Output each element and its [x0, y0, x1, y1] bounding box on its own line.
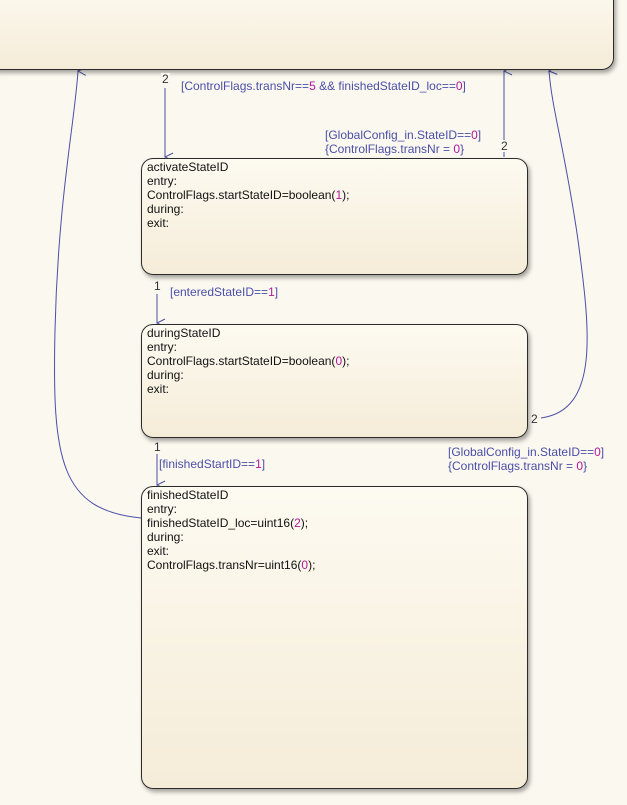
- transition-finished-to-parent[interactable]: [53, 71, 142, 519]
- priority-during-to-parent: 2: [530, 412, 539, 426]
- label-parent-to-activate[interactable]: [ControlFlags.transNr==5 && finishedStat…: [181, 79, 466, 93]
- state-finished-text: finishedStateID entry: finishedStateID_l…: [147, 488, 315, 572]
- priority-activate-to-during: 1: [153, 279, 162, 293]
- state-activate-name: activateStateID: [147, 160, 229, 174]
- state-during-text: duringStateID entry: ControlFlags.startS…: [147, 326, 349, 396]
- state-activate-text: activateStateID entry: ControlFlags.star…: [147, 160, 349, 230]
- parent-state[interactable]: [0, 0, 614, 70]
- priority-activate-to-parent: 2: [500, 139, 509, 153]
- label-during-to-parent[interactable]: [GlobalConfig_in.StateID==0] {ControlFla…: [448, 445, 605, 473]
- state-during-entry-action: ControlFlags.startStateID=boolean(0);: [147, 354, 350, 368]
- priority-during-to-finished: 1: [153, 440, 162, 454]
- state-during-exit: exit:: [147, 382, 170, 396]
- state-activate[interactable]: activateStateID entry: ControlFlags.star…: [141, 158, 528, 275]
- state-finished-during: during:: [147, 530, 184, 544]
- state-activate-entry-action: ControlFlags.startStateID=boolean(1);: [147, 188, 350, 202]
- priority-parent-to-activate: 2: [161, 72, 170, 86]
- label-during-to-finished[interactable]: [finishedStartID==1]: [159, 457, 266, 471]
- state-during[interactable]: duringStateID entry: ControlFlags.startS…: [141, 324, 528, 438]
- state-finished-entry: entry:: [147, 502, 178, 516]
- state-finished-name: finishedStateID: [147, 488, 229, 502]
- state-during-name: duringStateID: [147, 326, 221, 340]
- transition-during-to-parent[interactable]: [540, 71, 588, 419]
- state-during-during: during:: [147, 368, 184, 382]
- label-activate-to-parent[interactable]: [GlobalConfig_in.StateID==0] {ControlFla…: [325, 128, 482, 156]
- state-finished[interactable]: finishedStateID entry: finishedStateID_l…: [141, 486, 528, 789]
- state-activate-exit: exit:: [147, 216, 170, 230]
- state-during-entry: entry:: [147, 340, 178, 354]
- state-finished-exit-action: ControlFlags.transNr=uint16(0);: [147, 558, 316, 572]
- state-activate-entry: entry:: [147, 174, 178, 188]
- state-finished-exit: exit:: [147, 544, 170, 558]
- state-activate-during: during:: [147, 202, 184, 216]
- state-finished-entry-action: finishedStateID_loc=uint16(2);: [147, 516, 309, 530]
- label-activate-to-during[interactable]: [enteredStateID==1]: [170, 285, 279, 299]
